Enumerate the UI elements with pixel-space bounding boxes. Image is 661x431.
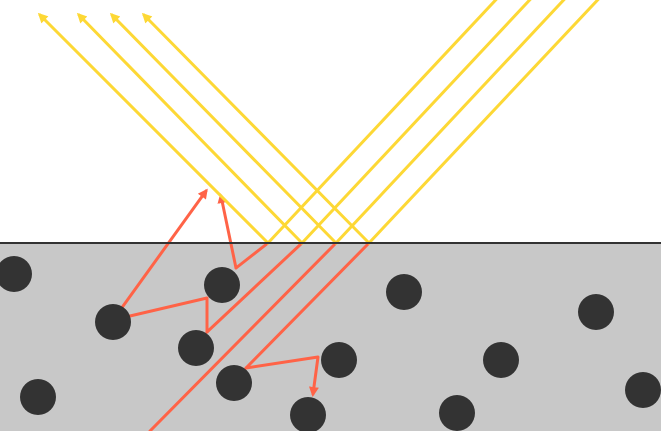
particles (0, 256, 661, 431)
reflected-ray-2 (76, 12, 304, 245)
particle (386, 274, 422, 310)
refracted-ray-3 (148, 241, 338, 431)
particle (204, 267, 240, 303)
particle (483, 342, 519, 378)
reflected-ray-1 (37, 12, 270, 245)
incident-ray-4 (367, 0, 600, 245)
incident-ray-2 (300, 0, 532, 245)
reflected-ray-4 (141, 12, 371, 245)
scatter-path-2 (111, 188, 209, 334)
particle (578, 294, 614, 330)
refracted-ray-2 (205, 241, 304, 334)
particle (216, 365, 252, 401)
particle (321, 342, 357, 378)
scatter-path-3 (244, 355, 320, 397)
particle (439, 395, 475, 431)
particle (0, 256, 32, 292)
incident-ray-3 (334, 0, 566, 245)
reflected-rays (37, 12, 371, 245)
internal-rays (111, 188, 371, 431)
medium-region (0, 243, 661, 431)
particle (20, 379, 56, 415)
incident-ray-1 (266, 0, 498, 245)
particle (178, 330, 214, 366)
scatter-path-1 (217, 193, 238, 270)
incident-rays (266, 0, 600, 245)
refracted-ray-1 (234, 241, 270, 270)
particle (290, 397, 326, 431)
reflected-ray-3 (109, 12, 338, 245)
refracted-ray-4 (244, 241, 371, 370)
particle (625, 372, 661, 408)
particle (95, 304, 131, 340)
